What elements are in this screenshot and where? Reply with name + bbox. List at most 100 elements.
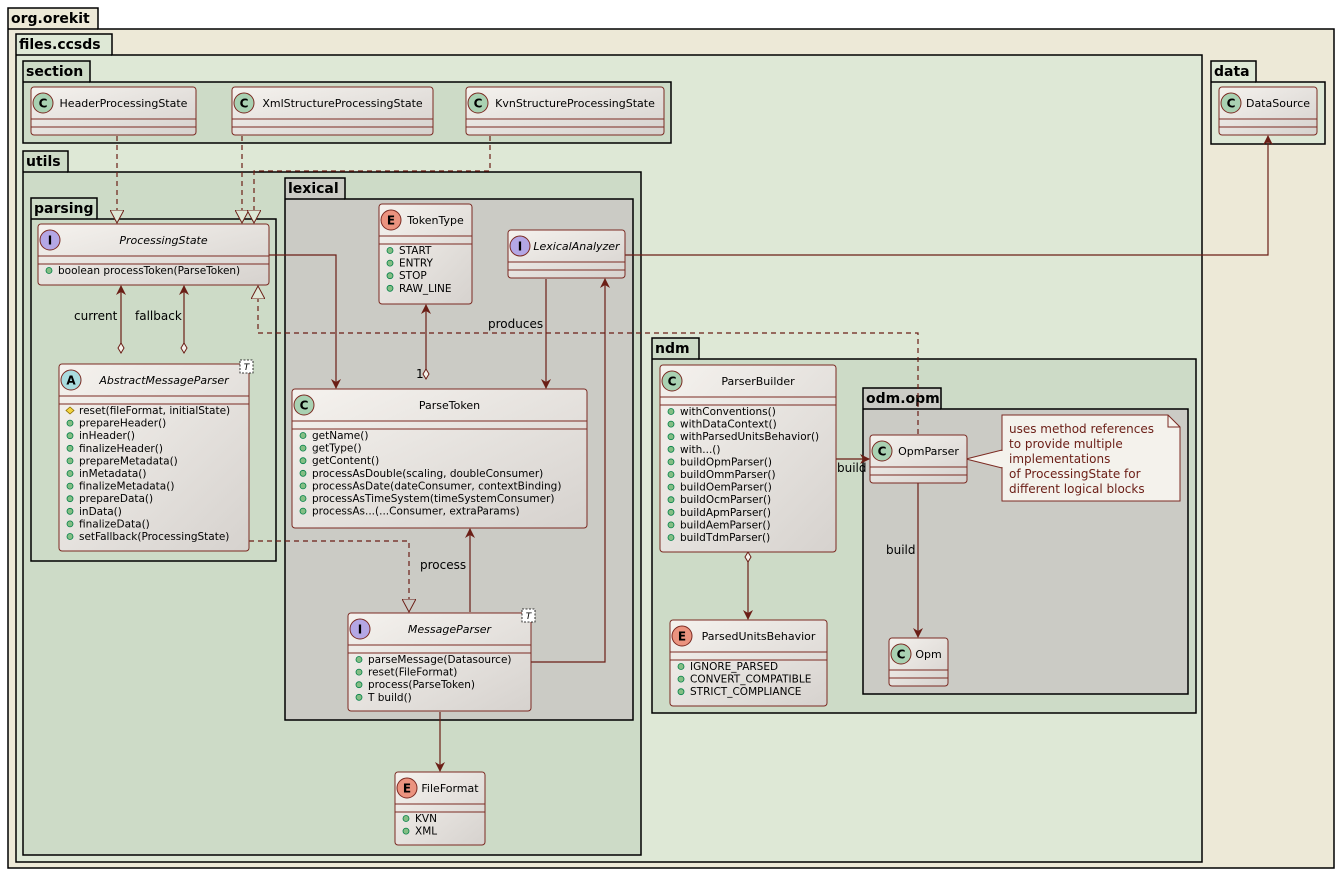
note-line: of ProcessingState for xyxy=(1009,467,1141,481)
class-member: STRICT_COMPLIANCE xyxy=(690,686,801,698)
edges xyxy=(117,135,1273,772)
public-visibility-icon xyxy=(66,419,74,427)
class-xml-state: C XmlStructureProcessingState xyxy=(231,86,434,136)
class-name: MessageParser xyxy=(408,623,493,636)
public-visibility-icon xyxy=(299,482,307,490)
public-visibility-icon xyxy=(66,533,74,540)
public-visibility-icon xyxy=(667,408,675,415)
package-label-org-orekit: org.orekit xyxy=(11,11,90,27)
class-box xyxy=(669,619,828,707)
class-name: FileFormat xyxy=(421,782,479,795)
stereotype-letter: I xyxy=(518,240,522,254)
stereotype-letter: C xyxy=(1227,97,1236,111)
class-member: finalizeMetadata() xyxy=(79,481,174,493)
public-visibility-icon xyxy=(299,444,307,452)
package-label-files-ccsds: files.ccsds xyxy=(19,37,101,53)
stereotype-letter: E xyxy=(403,782,411,796)
class-member: finalizeData() xyxy=(79,518,150,530)
public-visibility-icon xyxy=(677,688,685,696)
class-member: START xyxy=(399,245,432,257)
class-member: processAsDate(dateConsumer, contextBindi… xyxy=(312,480,561,492)
class-name: TokenType xyxy=(406,214,464,227)
class-box xyxy=(231,86,434,136)
class-box xyxy=(347,612,532,712)
class-member: prepareData() xyxy=(79,493,153,505)
public-visibility-icon xyxy=(66,520,74,528)
public-visibility-icon xyxy=(677,675,685,683)
edge-kvn-realizes-processing-state xyxy=(254,136,491,223)
stereotype-circle-icon xyxy=(293,394,315,416)
public-visibility-icon xyxy=(667,508,675,516)
stereotype-letter: C xyxy=(897,648,906,662)
edge-labels: current fallback produces 1 process buil… xyxy=(74,309,916,572)
stereotype-letter: E xyxy=(387,214,395,228)
class-member: withConventions() xyxy=(680,406,776,418)
class-member: buildOpmParser() xyxy=(680,456,772,468)
class-member: process(ParseToken) xyxy=(368,679,475,691)
class-box xyxy=(30,86,197,136)
package-label-data: data xyxy=(1214,64,1250,80)
class-name: HeaderProcessingState xyxy=(60,97,188,110)
stereotype-circle-icon xyxy=(509,235,531,257)
edge-opm-parser-realizes-processing-state xyxy=(258,286,919,434)
note-line: to provide multiple xyxy=(1009,437,1123,451)
edge-message-parser-to-lexical-analyzer xyxy=(531,278,610,663)
stereotype-letter: C xyxy=(240,97,249,111)
stereotype-letter: C xyxy=(668,375,677,389)
public-visibility-icon xyxy=(66,444,74,452)
package-label-section: section xyxy=(26,64,83,80)
class-name: DataSource xyxy=(1246,97,1310,110)
class-box xyxy=(1218,86,1318,136)
class-member: buildOcmParser() xyxy=(680,494,771,506)
class-member: getName() xyxy=(312,430,368,442)
public-visibility-icon xyxy=(299,507,307,515)
edge-lexical-analyzer-to-data-source xyxy=(625,135,1273,256)
public-visibility-icon xyxy=(355,668,363,676)
class-member: parseMessage(Datasource) xyxy=(368,654,512,666)
generic-param: T xyxy=(244,363,251,373)
public-visibility-icon xyxy=(386,259,394,267)
class-box xyxy=(507,229,626,279)
edge-label-build-opm-parser: build xyxy=(837,461,867,475)
public-visibility-icon xyxy=(355,693,363,701)
class-box xyxy=(394,771,486,846)
public-visibility-icon xyxy=(667,420,675,428)
public-visibility-icon xyxy=(667,483,675,491)
public-visibility-icon xyxy=(66,482,74,490)
class-box xyxy=(869,434,968,484)
package-label-ndm: ndm xyxy=(655,341,690,357)
public-visibility-icon xyxy=(66,507,74,515)
public-visibility-icon xyxy=(45,267,53,274)
edge-processing-state-to-parse-token xyxy=(269,254,341,389)
public-visibility-icon xyxy=(66,470,74,477)
public-visibility-icon xyxy=(66,495,74,503)
public-visibility-icon xyxy=(677,663,685,670)
class-name: XmlStructureProcessingState xyxy=(262,97,423,110)
public-visibility-icon xyxy=(667,521,675,529)
edge-label-build-opm: build xyxy=(886,543,916,557)
public-visibility-icon xyxy=(355,681,363,689)
public-visibility-icon xyxy=(667,496,675,504)
stereotype-circle-icon xyxy=(39,229,61,251)
stereotype-circle-icon xyxy=(233,92,255,114)
class-member: getContent() xyxy=(312,455,379,467)
public-visibility-icon xyxy=(299,457,307,465)
class-member: processAsDouble(scaling, doubleConsumer) xyxy=(312,468,543,480)
class-member: prepareMetadata() xyxy=(79,455,178,467)
public-visibility-icon xyxy=(402,827,410,835)
stereotype-letter: C xyxy=(300,399,309,413)
public-visibility-icon xyxy=(667,471,675,478)
class-member: reset(fileFormat, initialState) xyxy=(79,405,230,417)
public-visibility-icon xyxy=(386,284,394,292)
edge-label-fallback: fallback xyxy=(135,309,182,323)
class-name: ParseToken xyxy=(419,399,480,412)
